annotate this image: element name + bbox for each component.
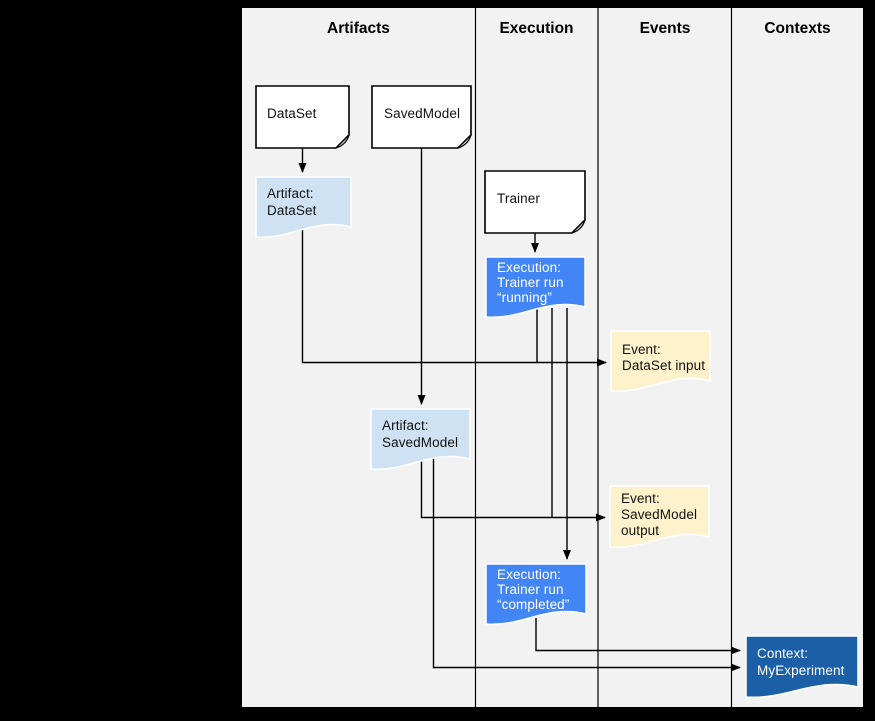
node-label-line: DataSet xyxy=(267,106,317,121)
node-event-dataset-input: Event: DataSet input xyxy=(610,330,711,392)
context-myexperiment-shape xyxy=(745,635,859,698)
event-savedmodel-output-shape xyxy=(609,485,710,548)
node-label-line: MyExperiment xyxy=(757,663,845,678)
column-header-artifacts: Artifacts xyxy=(327,20,390,37)
column-header-execution: Execution xyxy=(499,20,573,37)
node-execution-completed: Execution: Trainer run “completed” xyxy=(485,563,587,625)
node-label-line: Trainer xyxy=(497,191,540,206)
node-label-line: Execution: xyxy=(497,260,561,275)
node-label-line: Artifact: xyxy=(382,418,429,433)
edge-artifact-savedmodel-to-event-output xyxy=(420,458,606,522)
node-label-line: DataSet input xyxy=(622,358,705,373)
column-header-events: Events xyxy=(640,20,691,37)
node-label-line: Execution: xyxy=(497,567,561,582)
node-label-line: DataSet xyxy=(267,203,317,218)
execution-running-shape xyxy=(485,256,586,318)
node-trainer: Trainer xyxy=(484,170,586,234)
artifact-savedmodel-shape xyxy=(370,408,471,470)
node-label-line: Event: xyxy=(621,491,660,506)
node-label-line: Event: xyxy=(622,342,661,357)
edge-artifact-savedmodel-to-context xyxy=(432,458,741,672)
page-fold-icon xyxy=(335,134,350,149)
node-label-line: Trainer run xyxy=(497,275,564,290)
artifact-dataset-shape xyxy=(255,176,352,238)
execution-completed-shape xyxy=(485,563,587,625)
node-dataset: DataSet xyxy=(255,85,350,149)
node-label-line: Context: xyxy=(757,646,808,661)
node-label-line: SavedModel xyxy=(384,106,460,121)
node-label-line: output xyxy=(621,523,659,538)
node-execution-running: Execution: Trainer run “running” xyxy=(485,256,586,318)
node-label-line: “completed” xyxy=(497,597,569,612)
node-label-line: SavedModel xyxy=(621,507,697,522)
node-event-savedmodel-output: Event: SavedModel output xyxy=(609,485,710,548)
node-artifact-dataset: Artifact: DataSet xyxy=(255,176,352,238)
edge-execution-completed-to-context xyxy=(535,618,741,655)
edge-artifact-dataset-to-event-input xyxy=(301,226,607,367)
column-header-contexts: Contexts xyxy=(764,20,830,37)
node-label-line: “running” xyxy=(497,290,552,305)
node-label-line: Artifact: xyxy=(267,186,314,201)
event-dataset-input-shape xyxy=(610,330,711,392)
page-fold-icon xyxy=(571,219,586,234)
page-fold-icon xyxy=(457,134,472,149)
node-artifact-savedmodel: Artifact: SavedModel xyxy=(370,408,471,470)
node-label-line: SavedModel xyxy=(382,435,458,450)
node-label-line: Trainer run xyxy=(497,582,564,597)
node-context-myexperiment: Context: MyExperiment xyxy=(745,635,859,698)
node-savedmodel: SavedModel xyxy=(371,85,472,149)
